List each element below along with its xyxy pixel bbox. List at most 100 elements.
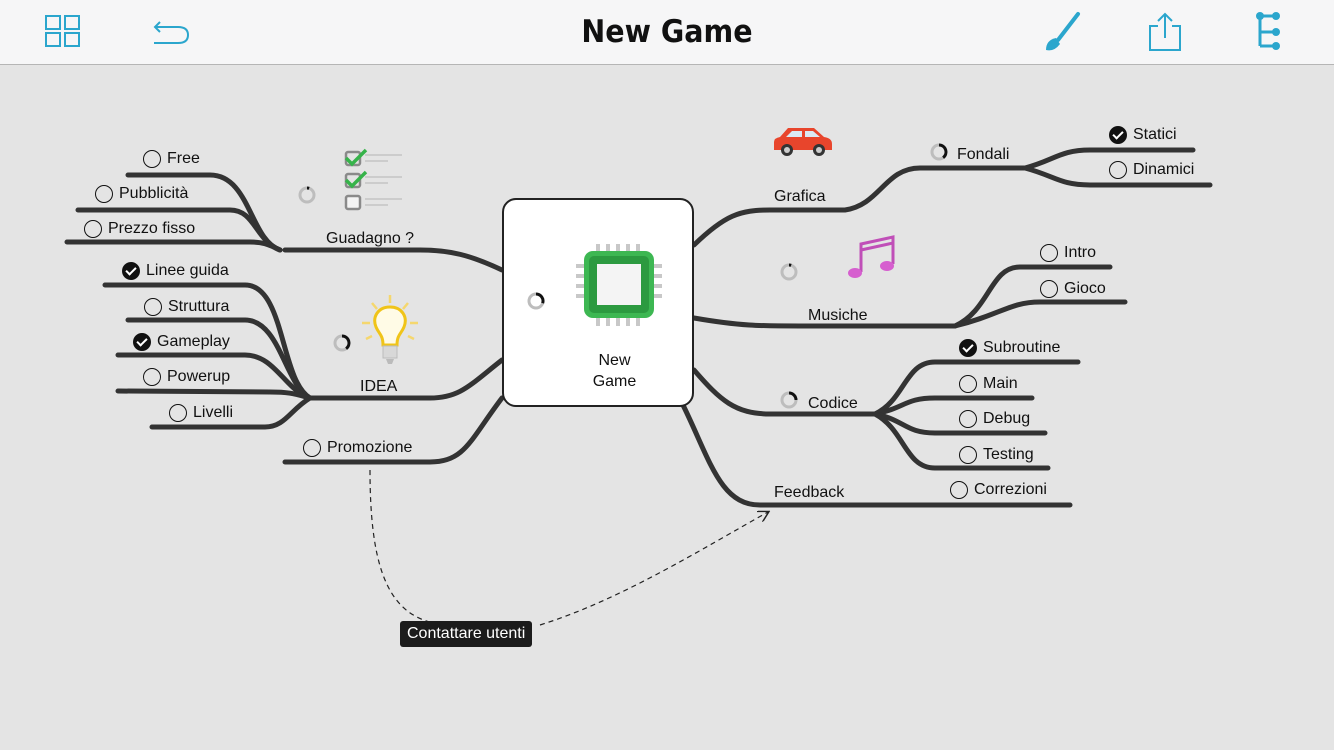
topic-subroutine-label: Subroutine: [983, 339, 1061, 356]
topic-debug-label: Debug: [983, 410, 1031, 427]
topic-gioco[interactable]: Gioco: [1040, 280, 1106, 298]
topic-codice[interactable]: Codice: [808, 395, 858, 412]
car-icon: [774, 128, 832, 156]
topic-dinamici[interactable]: Dinamici: [1109, 161, 1194, 179]
checkbox-main[interactable]: [959, 375, 977, 393]
central-label-line2: Game: [592, 373, 637, 390]
topic-linee-guida[interactable]: Linee guida: [122, 262, 229, 280]
checkbox-promozione[interactable]: [303, 439, 321, 457]
checkbox-gameplay[interactable]: [133, 333, 151, 351]
branch-dinamici: [1022, 165, 1213, 188]
central-label-line1: New: [598, 352, 631, 369]
progress-ring-idea: [333, 334, 351, 352]
branch-codice: [691, 367, 878, 417]
lightbulb-icon: [362, 295, 418, 364]
checkbox-statici[interactable]: [1109, 126, 1127, 144]
branch-idea: [307, 357, 505, 401]
relation-line: [369, 469, 768, 626]
brush-icon[interactable]: [1040, 10, 1086, 56]
checkbox-linee-guida[interactable]: [122, 262, 140, 280]
topic-intro-label: Intro: [1064, 244, 1097, 261]
topic-livelli[interactable]: Livelli: [169, 404, 233, 422]
topic-musiche[interactable]: Musiche: [808, 307, 868, 324]
checkbox-prezzo-fisso[interactable]: [84, 220, 102, 238]
branch-powerup: [115, 388, 313, 401]
topic-livelli-label: Livelli: [193, 404, 234, 421]
checklist-icon: [344, 148, 402, 211]
branch-prezzo: [64, 239, 283, 253]
progress-ring-guadagno: [298, 186, 316, 204]
checkbox-dinamici[interactable]: [1109, 161, 1127, 179]
checkbox-testing[interactable]: [959, 446, 977, 464]
checkbox-gioco[interactable]: [1040, 280, 1058, 298]
checkbox-powerup[interactable]: [143, 368, 161, 386]
toolbar: New Game: [0, 0, 1334, 65]
topic-prezzo-fisso[interactable]: Prezzo fisso: [84, 220, 195, 238]
checkbox-free[interactable]: [143, 150, 161, 168]
branch-subroutine: [872, 359, 1081, 417]
branch-main: [872, 395, 1035, 417]
topic-gioco-label: Gioco: [1064, 280, 1106, 297]
topic-free-label: Free: [167, 150, 200, 167]
branch-intro: [952, 264, 1113, 329]
topic-correzioni[interactable]: Correzioni: [950, 481, 1047, 499]
checkbox-debug[interactable]: [959, 410, 977, 428]
checkbox-pubblicita[interactable]: [95, 185, 113, 203]
branch-guadagno: [282, 247, 505, 273]
checkbox-correzioni[interactable]: [950, 481, 968, 499]
document-title: New Game: [581, 14, 753, 50]
topic-gameplay-label: Gameplay: [157, 333, 230, 350]
topic-promozione[interactable]: Promozione: [303, 439, 412, 457]
topic-powerup-label: Powerup: [167, 368, 231, 385]
topic-linee-guida-label: Linee guida: [146, 262, 229, 279]
checkbox-intro[interactable]: [1040, 244, 1058, 262]
branch-struttura: [125, 317, 313, 401]
cpu-chip-icon: [576, 244, 662, 326]
topic-intro[interactable]: Intro: [1040, 244, 1096, 262]
topic-pubblicita[interactable]: Pubblicità: [95, 185, 188, 203]
progress-ring-central: [527, 292, 545, 310]
branch-testing: [872, 411, 1051, 471]
topic-testing[interactable]: Testing: [959, 446, 1034, 464]
topic-gameplay[interactable]: Gameplay: [133, 333, 230, 351]
branch-debug: [872, 411, 1048, 436]
topic-dinamici-label: Dinamici: [1133, 161, 1195, 178]
checkbox-struttura[interactable]: [144, 298, 162, 316]
topic-main[interactable]: Main: [959, 375, 1018, 393]
topic-struttura[interactable]: Struttura: [144, 298, 229, 316]
grid-icon[interactable]: [42, 10, 88, 56]
topic-powerup[interactable]: Powerup: [143, 368, 230, 386]
branch-gioco: [952, 299, 1128, 329]
undo-icon[interactable]: [150, 10, 196, 56]
topic-guadagno[interactable]: Guadagno ?: [326, 230, 415, 247]
topic-statici-label: Statici: [1133, 126, 1177, 143]
topic-prezzo-fisso-label: Prezzo fisso: [108, 220, 196, 237]
topic-debug[interactable]: Debug: [959, 410, 1030, 428]
topic-fondali[interactable]: Fondali: [957, 146, 1010, 163]
branch-musiche: [691, 315, 958, 329]
topic-statici[interactable]: Statici: [1109, 126, 1177, 144]
progress-ring-fondali: [930, 143, 948, 161]
checkbox-livelli[interactable]: [169, 404, 187, 422]
topic-struttura-label: Struttura: [168, 298, 230, 315]
outline-icon[interactable]: [1250, 10, 1296, 56]
topic-correzioni-label: Correzioni: [974, 481, 1047, 498]
topic-free[interactable]: Free: [143, 150, 200, 168]
topic-subroutine[interactable]: Subroutine: [959, 339, 1060, 357]
topic-grafica[interactable]: Grafica: [774, 188, 826, 205]
topic-feedback[interactable]: Feedback: [774, 484, 845, 501]
checkbox-subroutine[interactable]: [959, 339, 977, 357]
topic-main-label: Main: [983, 375, 1018, 392]
topic-testing-label: Testing: [983, 446, 1034, 463]
branch-grafica: [691, 165, 1028, 248]
share-icon[interactable]: [1142, 10, 1188, 56]
relation-label[interactable]: Contattare utenti: [400, 621, 533, 647]
topic-promozione-label: Promozione: [327, 439, 413, 456]
topic-idea[interactable]: IDEA: [360, 378, 398, 395]
branch-statici: [1022, 147, 1196, 171]
branch-livelli: [149, 395, 313, 430]
topic-pubblicita-label: Pubblicità: [119, 185, 189, 202]
music-notes-icon: [848, 235, 895, 278]
